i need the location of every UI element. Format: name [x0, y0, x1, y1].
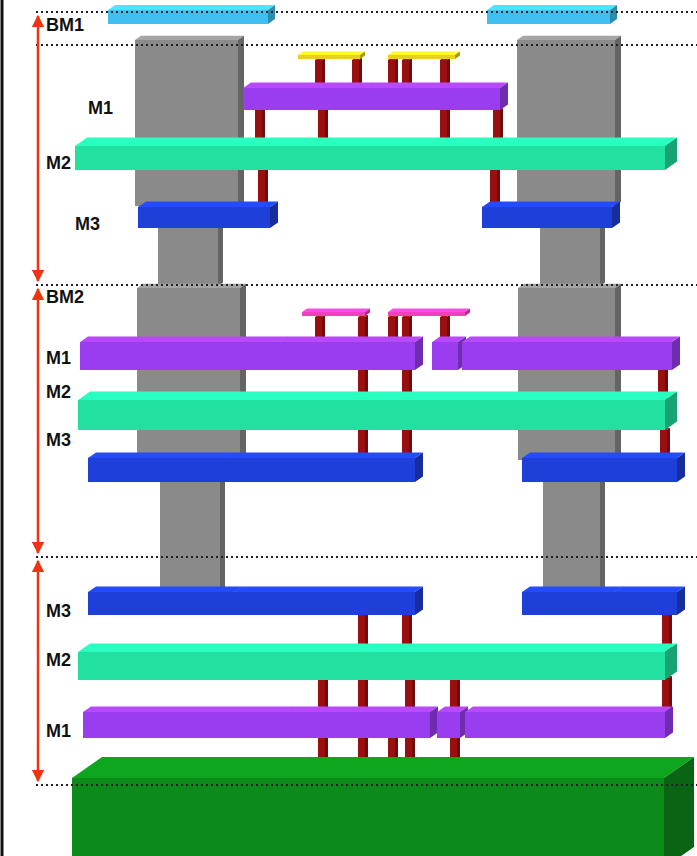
layer-block [522, 586, 623, 615]
layer-block [235, 586, 423, 615]
layer-label: M3 [75, 215, 100, 233]
layer-block [302, 309, 370, 317]
layer-block [243, 82, 373, 110]
layer-block [388, 309, 470, 317]
layer-block [108, 5, 275, 24]
layer-block [137, 284, 246, 460]
layer-geometry [72, 5, 694, 856]
layer-label: M2 [46, 383, 71, 401]
layer-block [518, 284, 621, 460]
layer-block [487, 5, 617, 24]
layer-block [232, 452, 423, 482]
layer-block [83, 706, 293, 738]
layer-label: M3 [46, 431, 71, 449]
layer-block [482, 201, 620, 228]
layer-label: M3 [46, 602, 71, 620]
level-arrows [37, 16, 40, 781]
frame-line [1, 0, 4, 856]
layer-label: M2 [46, 154, 71, 172]
layer-block [88, 586, 243, 615]
layer-label: M1 [46, 349, 71, 367]
layer-block [88, 452, 240, 482]
layer-block [388, 52, 460, 60]
layer-label: M1 [46, 722, 71, 740]
layer-block [615, 586, 685, 615]
layer-block [280, 336, 423, 370]
layer-block [75, 138, 677, 170]
layer-label: M1 [88, 99, 113, 117]
layer-block [522, 452, 623, 482]
layer-block [432, 336, 466, 370]
layer-label: M2 [46, 651, 71, 669]
layer-block [138, 201, 278, 228]
layer-block [462, 336, 680, 370]
layer-block [365, 82, 508, 110]
layer-block [437, 706, 468, 738]
layer-label: BM1 [46, 16, 84, 34]
layer-block [615, 452, 685, 482]
layer-label: BM2 [46, 288, 84, 306]
layer-block [298, 52, 365, 60]
level-dividers [36, 12, 697, 785]
layer-block [285, 706, 438, 738]
layer-block [72, 757, 694, 856]
layer-block [78, 644, 677, 680]
layer-block [78, 392, 677, 430]
layer-block [465, 706, 673, 738]
layer-block [80, 336, 288, 370]
layer-block [135, 36, 244, 206]
layer-block [517, 36, 621, 206]
